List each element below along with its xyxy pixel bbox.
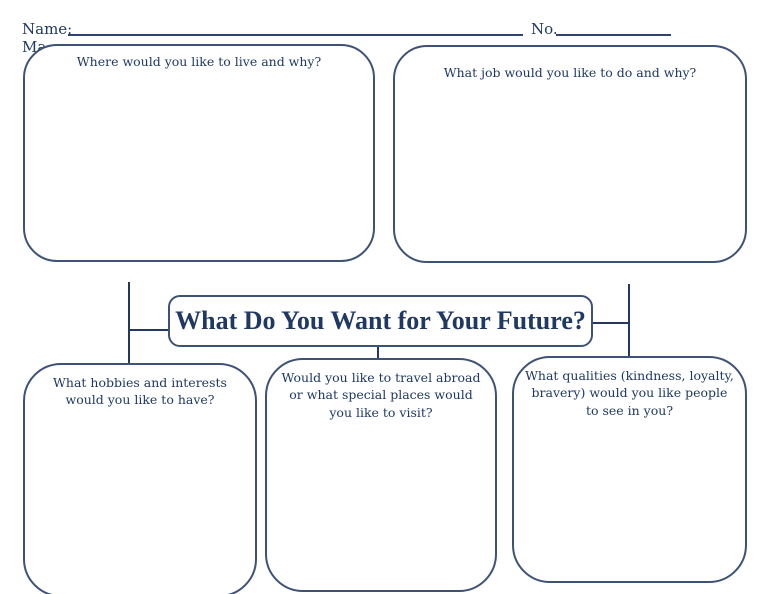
question-qualities: What qualities (kindness, loyalty, brave…	[525, 368, 734, 418]
central-topic-title: What Do You Want for Your Future?	[175, 306, 586, 335]
question-travel: Would you like to travel abroad or what …	[281, 370, 481, 420]
connector-middle-vertical	[377, 346, 379, 362]
answer-area-hobbies[interactable]	[31, 409, 249, 589]
name-blank-line[interactable]	[68, 34, 523, 36]
connector-right-horizontal	[593, 322, 628, 324]
answer-area-travel[interactable]	[273, 404, 489, 584]
name-label: Name:	[22, 20, 73, 38]
box-travel: Would you like to travel abroad or what …	[265, 358, 497, 592]
question-hobbies: What hobbies and interests would you lik…	[53, 375, 227, 408]
question-what-job: What job would you like to do and why?	[443, 65, 697, 80]
answer-area-where-live[interactable]	[31, 90, 367, 254]
answer-area-what-job[interactable]	[401, 91, 739, 255]
box-what-job: What job would you like to do and why?	[393, 45, 747, 263]
number-label: No.	[531, 20, 558, 38]
box-hobbies: What hobbies and interests would you lik…	[23, 363, 257, 594]
connector-left-vertical	[128, 282, 130, 366]
box-qualities: What qualities (kindness, loyalty, brave…	[512, 356, 747, 583]
connector-left-horizontal	[130, 329, 168, 331]
number-blank-line[interactable]	[556, 34, 671, 36]
central-topic-box: What Do You Want for Your Future?	[168, 295, 593, 347]
question-where-live: Where would you like to live and why?	[76, 54, 322, 69]
answer-area-qualities[interactable]	[520, 402, 739, 575]
connector-right-vertical	[628, 284, 630, 363]
box-where-live: Where would you like to live and why?	[23, 44, 375, 262]
